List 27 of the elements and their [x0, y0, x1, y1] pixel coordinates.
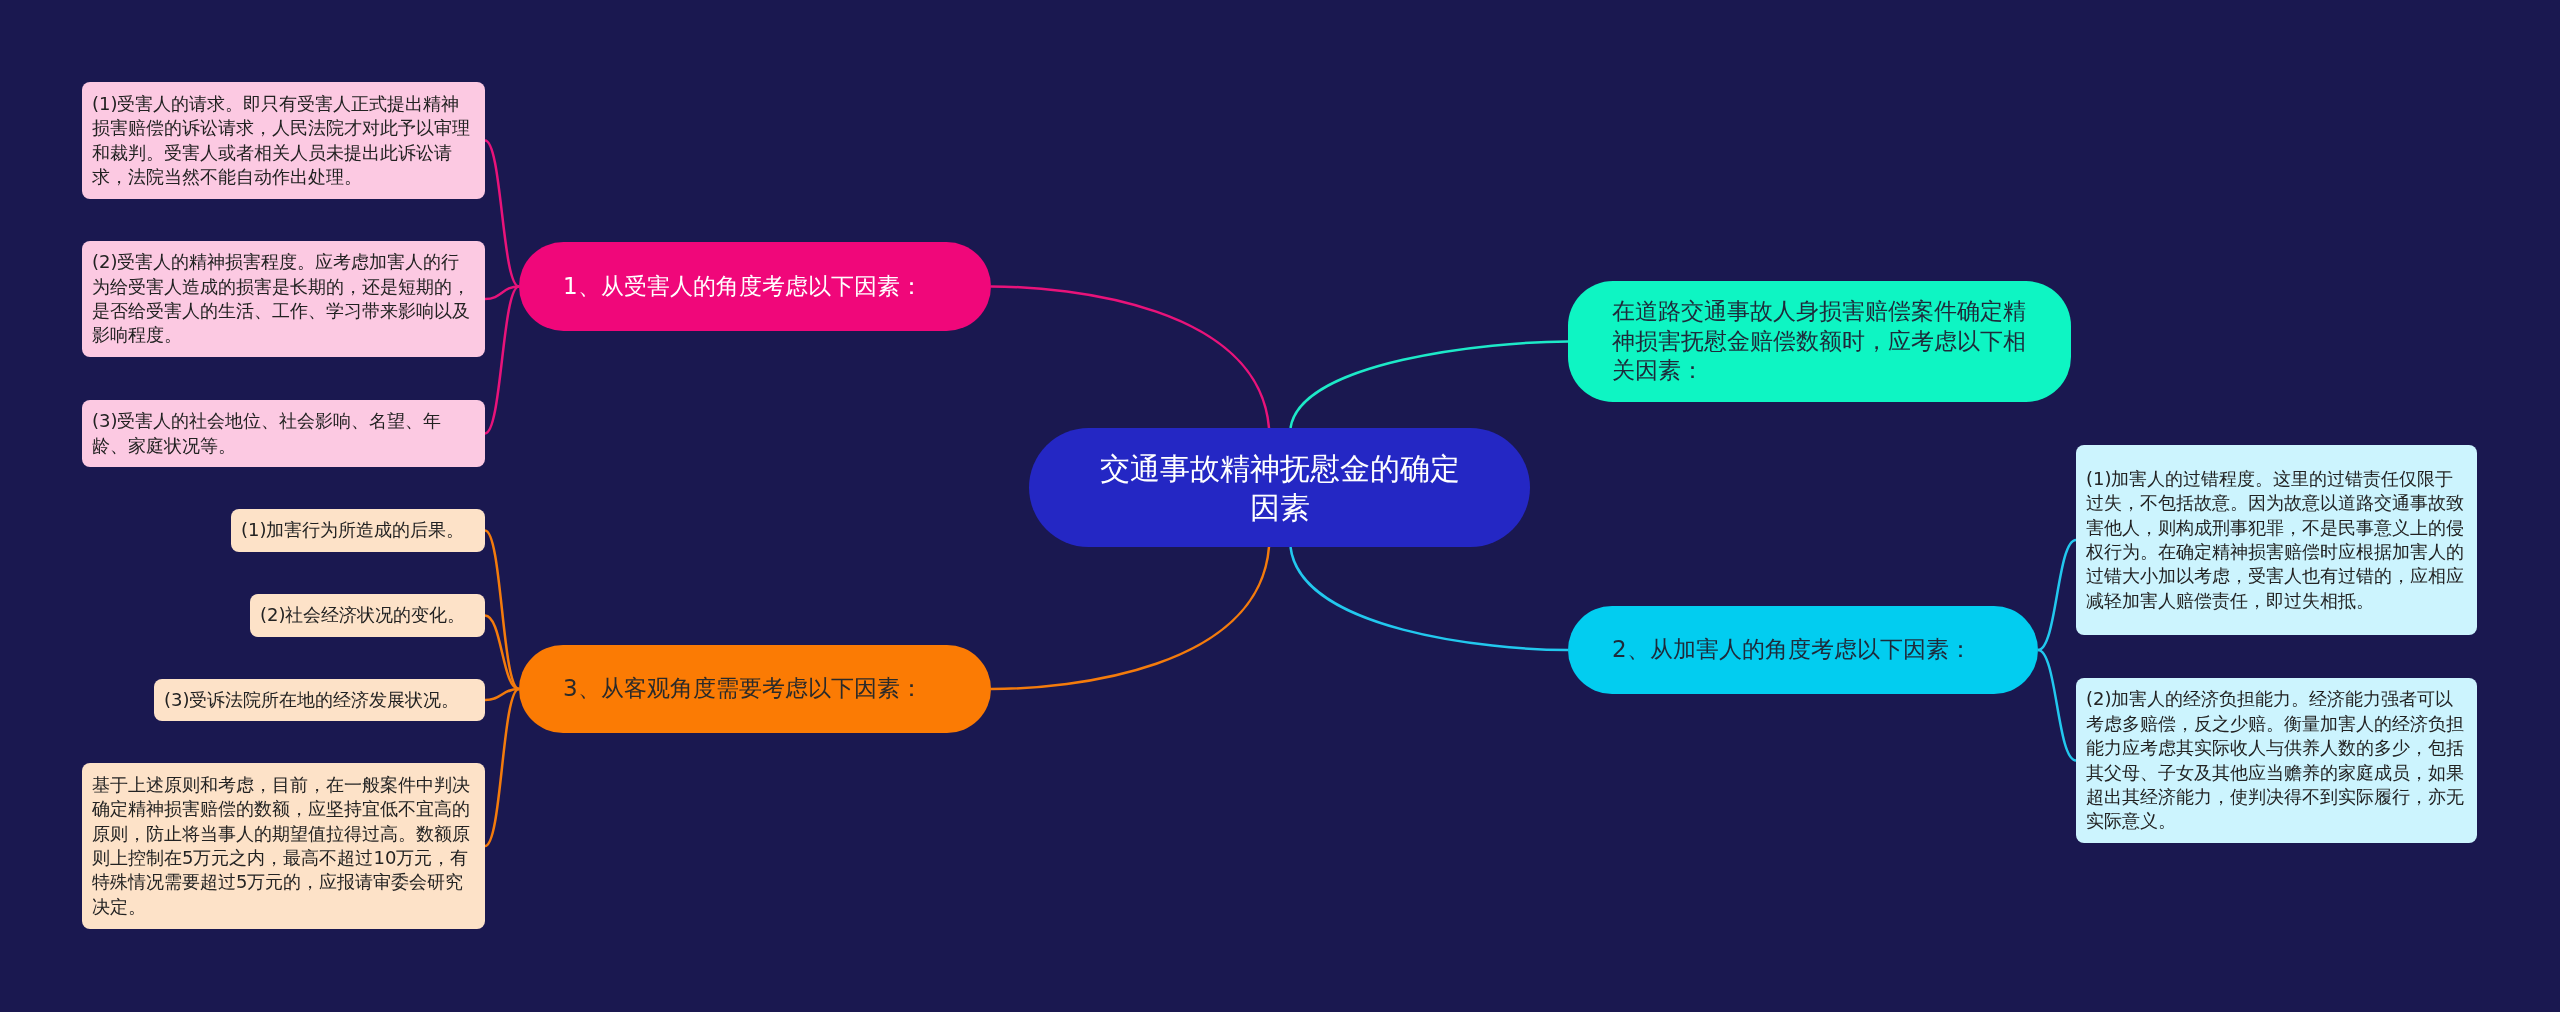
connector-line [484, 687, 520, 702]
detail-card: (2)加害人的经济负担能力。经济能力强者可以考虑多赔偿，反之少赔。衡量加害人的经济负担能力应考虑其实际收人与供养人数的多少，包括其父母、子女及其他应当赡养的家庭成员，如果超出其经济能力，使判决得不到实际履行，亦无实际意义。 [2076, 678, 2477, 843]
connector-line [1289, 340, 1569, 429]
connector-line [1289, 546, 1569, 652]
detail-card: 基于上述原则和考虑，目前，在一般案件中判决确定精神损害赔偿的数额，应坚持宜低不宜高的原则，防止将当事人的期望值拉得过高。数额原则上控制在5万元之内，最高不超过10万元，有特殊情况需要超过5万元的，应报请审委会研究决定。 [82, 763, 485, 929]
branch-topic: 1、从受害人的角度考虑以下因素： [519, 242, 991, 331]
connector-line [990, 546, 1271, 691]
connector-line [484, 285, 520, 301]
detail-card: (1)加害行为所造成的后果。 [231, 509, 485, 552]
connector-line [484, 688, 520, 847]
detail-card: (3)受害人的社会地位、社会影响、名望、年龄、家庭状况等。 [82, 400, 485, 467]
detail-card: (1)加害人的过错程度。这里的过错责任仅限于过失，不包括故意。因为故意以道路交通事故致害他人，则构成刑事犯罪，不是民事意义上的侵权行为。在确定精神损害赔偿时应根据加害人的过错大小加以考虑，受害人也有过错的，应相应减轻加害人赔偿责任，即过失相抵。 [2076, 445, 2477, 635]
connector-line [2037, 648, 2077, 762]
detail-card: (2)社会经济状况的变化。 [250, 594, 485, 637]
connector-line [484, 285, 520, 435]
detail-card: (2)受害人的精神损害程度。应考虑加害人的行为给受害人造成的损害是长期的，还是短期的，是否给受害人的生活、工作、学习带来影响以及影响程度。 [82, 241, 485, 357]
detail-card: (1)受害人的请求。即只有受害人正式提出精神损害赔偿的诉讼请求，人民法院才对此予以审理和裁判。受害人或者相关人员未提出此诉讼请求，法院当然不能自动作出处理。 [82, 82, 485, 199]
central-topic: 交通事故精神抚慰金的确定因素 [1029, 428, 1530, 547]
branch-topic: 3、从客观角度需要考虑以下因素： [519, 645, 991, 733]
connector-line [484, 139, 520, 288]
connector-line [484, 614, 520, 691]
connector-line [484, 529, 520, 690]
connector-line [990, 285, 1271, 429]
connector-line [2037, 538, 2077, 652]
branch-topic: 2、从加害人的角度考虑以下因素： [1568, 606, 2038, 694]
detail-card: (3)受诉法院所在地的经济发展状况。 [154, 679, 485, 721]
branch-topic: 在道路交通事故人身损害赔偿案件确定精神损害抚慰金赔偿数额时，应考虑以下相关因素： [1568, 281, 2071, 402]
